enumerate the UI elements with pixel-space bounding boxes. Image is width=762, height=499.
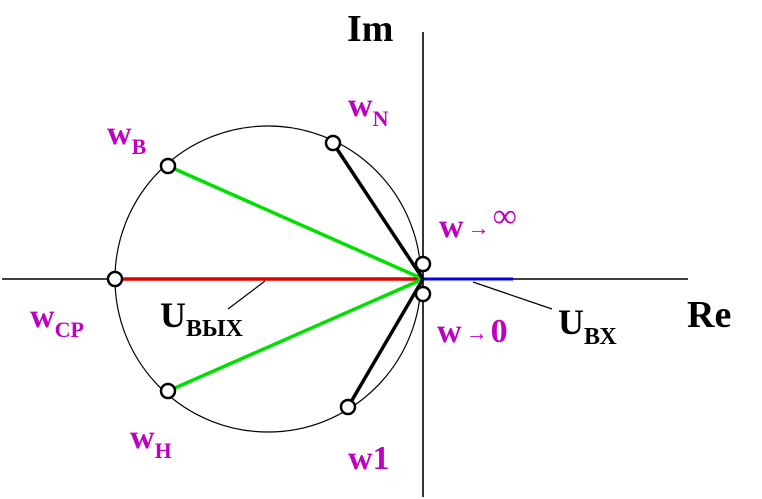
label-w-cp: wCP bbox=[30, 298, 84, 342]
point-w-1 bbox=[339, 398, 357, 416]
label-w-inf: w→∞ bbox=[439, 198, 517, 245]
u-out-leader-line bbox=[227, 280, 266, 310]
imag-axis-label: Im bbox=[347, 8, 393, 50]
label-w-zero-target: 0 bbox=[491, 313, 508, 350]
label-u-out: UВЫХ bbox=[160, 295, 244, 342]
label-w-h: wH bbox=[130, 419, 172, 463]
label-w-h-sub: H bbox=[155, 438, 172, 463]
vector-w-n bbox=[331, 142, 425, 280]
u-in-leader-line bbox=[472, 281, 553, 310]
real-axis-label: Re bbox=[687, 294, 731, 336]
label-u-in: UВХ bbox=[558, 302, 617, 350]
label-w-b: wB bbox=[107, 115, 147, 159]
label-w-zero: w→0 bbox=[437, 313, 508, 350]
label-w-cp-sub: CP bbox=[55, 317, 84, 342]
label-w-1: w1 bbox=[348, 440, 390, 477]
label-w-h-main: w bbox=[130, 419, 155, 456]
label-w-zero-main: w bbox=[437, 313, 462, 350]
point-w-h bbox=[159, 382, 177, 400]
point-w-inf bbox=[414, 255, 432, 273]
point-w-cp bbox=[106, 270, 124, 288]
point-w-zero bbox=[414, 285, 432, 303]
vector-w-1 bbox=[346, 278, 425, 408]
vector-w-b bbox=[167, 164, 424, 281]
label-u-in-main: U bbox=[558, 302, 584, 342]
label-w-cp-main: w bbox=[30, 298, 55, 335]
label-w-n: wN bbox=[348, 87, 389, 131]
label-u-out-sub: ВЫХ bbox=[186, 316, 244, 342]
point-w-b bbox=[159, 157, 177, 175]
label-w-b-main: w bbox=[107, 115, 132, 152]
label-w-b-sub: B bbox=[132, 134, 147, 159]
vector-w-h bbox=[167, 277, 424, 393]
label-w-zero-arrow: → bbox=[466, 320, 488, 345]
label-w-n-main: w bbox=[348, 87, 373, 124]
label-w-inf-arrow: → bbox=[468, 215, 490, 240]
label-u-out-main: U bbox=[160, 295, 186, 335]
label-w-n-sub: N bbox=[373, 106, 389, 131]
point-w-n bbox=[324, 134, 342, 152]
label-u-in-sub: ВХ bbox=[584, 324, 617, 350]
label-w-inf-main: w bbox=[439, 208, 464, 245]
label-w-inf-target: ∞ bbox=[493, 198, 517, 235]
